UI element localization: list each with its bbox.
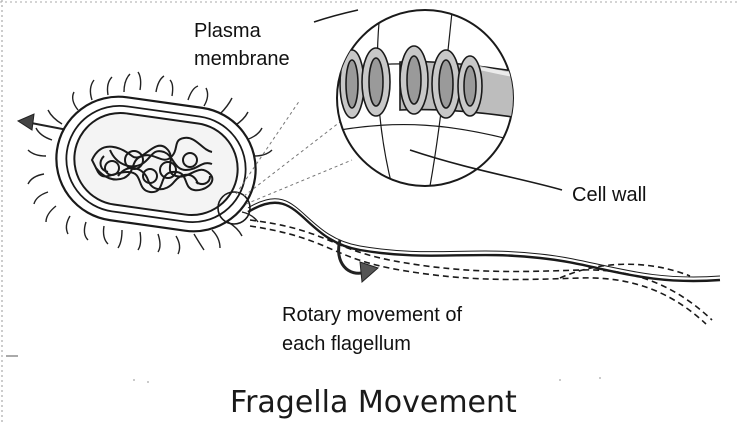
plasma-membrane-leader bbox=[314, 10, 358, 22]
flagellum bbox=[248, 203, 720, 281]
label-plasma-line2: membrane bbox=[194, 48, 290, 70]
scan-specks bbox=[133, 377, 601, 383]
label-plasma-line1: Plasma bbox=[194, 20, 262, 42]
magnified-view bbox=[337, 10, 520, 186]
label-rotary-line1: Rotary movement of bbox=[282, 304, 463, 326]
label-cell-wall: Cell wall bbox=[572, 184, 646, 206]
diagram-caption: Fragella Movement bbox=[230, 385, 517, 420]
bacterium-cell bbox=[48, 89, 263, 240]
label-rotary-line2: each flagellum bbox=[282, 333, 411, 355]
